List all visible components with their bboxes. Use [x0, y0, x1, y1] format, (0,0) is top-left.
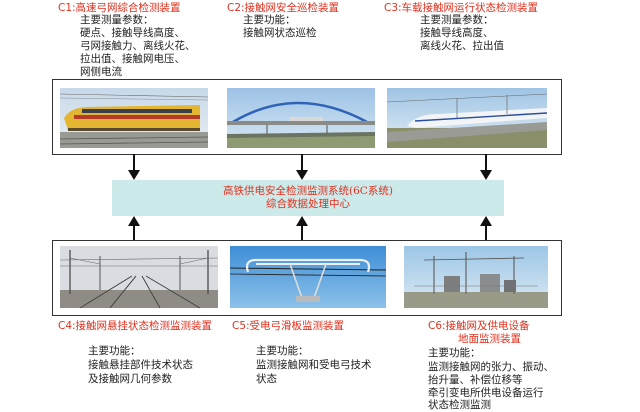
c1-label: 主要测量参数： — [80, 14, 154, 26]
arrow-down-c2 — [295, 154, 309, 180]
c3-line-2: 离线火花、拉出值 — [420, 40, 504, 52]
c4-title: C4:接触网悬挂状态检测监测装置 — [58, 320, 213, 332]
c5-pantograph-photo — [230, 246, 386, 308]
c1-line-3: 拉出值、接触网电压、 — [80, 53, 185, 65]
arrow-down-c1 — [127, 154, 141, 180]
c5-title: C5:受电弓滑板监测装置 — [232, 320, 345, 332]
c6-line-3: 牵引变电所供电设备运行 — [428, 387, 544, 399]
c3-highspeed-train-photo — [387, 88, 547, 148]
arrow-up-c5 — [295, 216, 309, 240]
c6-label: 主要功能： — [428, 347, 481, 359]
c5-label: 主要功能： — [256, 345, 309, 357]
center-title-line-1: 高铁供电安全检测监测系统(6C系统) — [223, 185, 393, 197]
c1-train-photo — [60, 88, 208, 148]
c2-line-1: 接触网状态巡检 — [243, 27, 317, 39]
c4-line-1: 接触悬挂部件技术状态 — [88, 359, 193, 371]
c1-line-1: 硬点、接触导线高度、 — [80, 27, 185, 39]
c6-line-2: 抬升量、补偿位移等 — [428, 374, 523, 386]
c2-label: 主要功能： — [243, 14, 296, 26]
c5-line-1: 监测接触网和受电弓技术 — [256, 359, 372, 371]
arrow-up-c4 — [127, 216, 141, 240]
c1-line-4: 网侧电流 — [80, 66, 122, 78]
center-title-line-2: 综合数据处理中心 — [266, 198, 350, 210]
c6-title-line-2: 地面监测装置 — [458, 333, 521, 345]
data-processing-center: 高铁供电安全检测监测系统(6C系统) 综合数据处理中心 — [112, 180, 504, 216]
c3-line-1: 接触导线高度、 — [420, 27, 494, 39]
c2-title: C2:接触网安全巡检装置 — [227, 2, 340, 14]
c6-line-4: 状态检测监测 — [428, 399, 491, 411]
c4-catenary-photo — [60, 246, 218, 308]
arrow-down-c3 — [479, 154, 493, 180]
c5-line-2: 状态 — [256, 373, 277, 385]
c6-substation-photo — [404, 246, 548, 308]
c1-line-2: 弓网接触力、离线火花、 — [80, 40, 196, 52]
c2-bridge-photo — [227, 88, 375, 148]
c3-label: 主要测量参数： — [420, 14, 494, 26]
arrow-up-c6 — [479, 216, 493, 240]
c3-title: C3:车载接触网运行状态检测装置 — [384, 2, 539, 14]
c6-title-line-1: C6:接触网及供电设备 — [428, 320, 530, 332]
c1-title: C1:高速弓网综合检测装置 — [58, 2, 181, 14]
c6-line-1: 监测接触网的张力、振动、 — [428, 361, 554, 373]
c4-line-2: 及接触网几何参数 — [88, 373, 172, 385]
c4-label: 主要功能： — [88, 345, 141, 357]
